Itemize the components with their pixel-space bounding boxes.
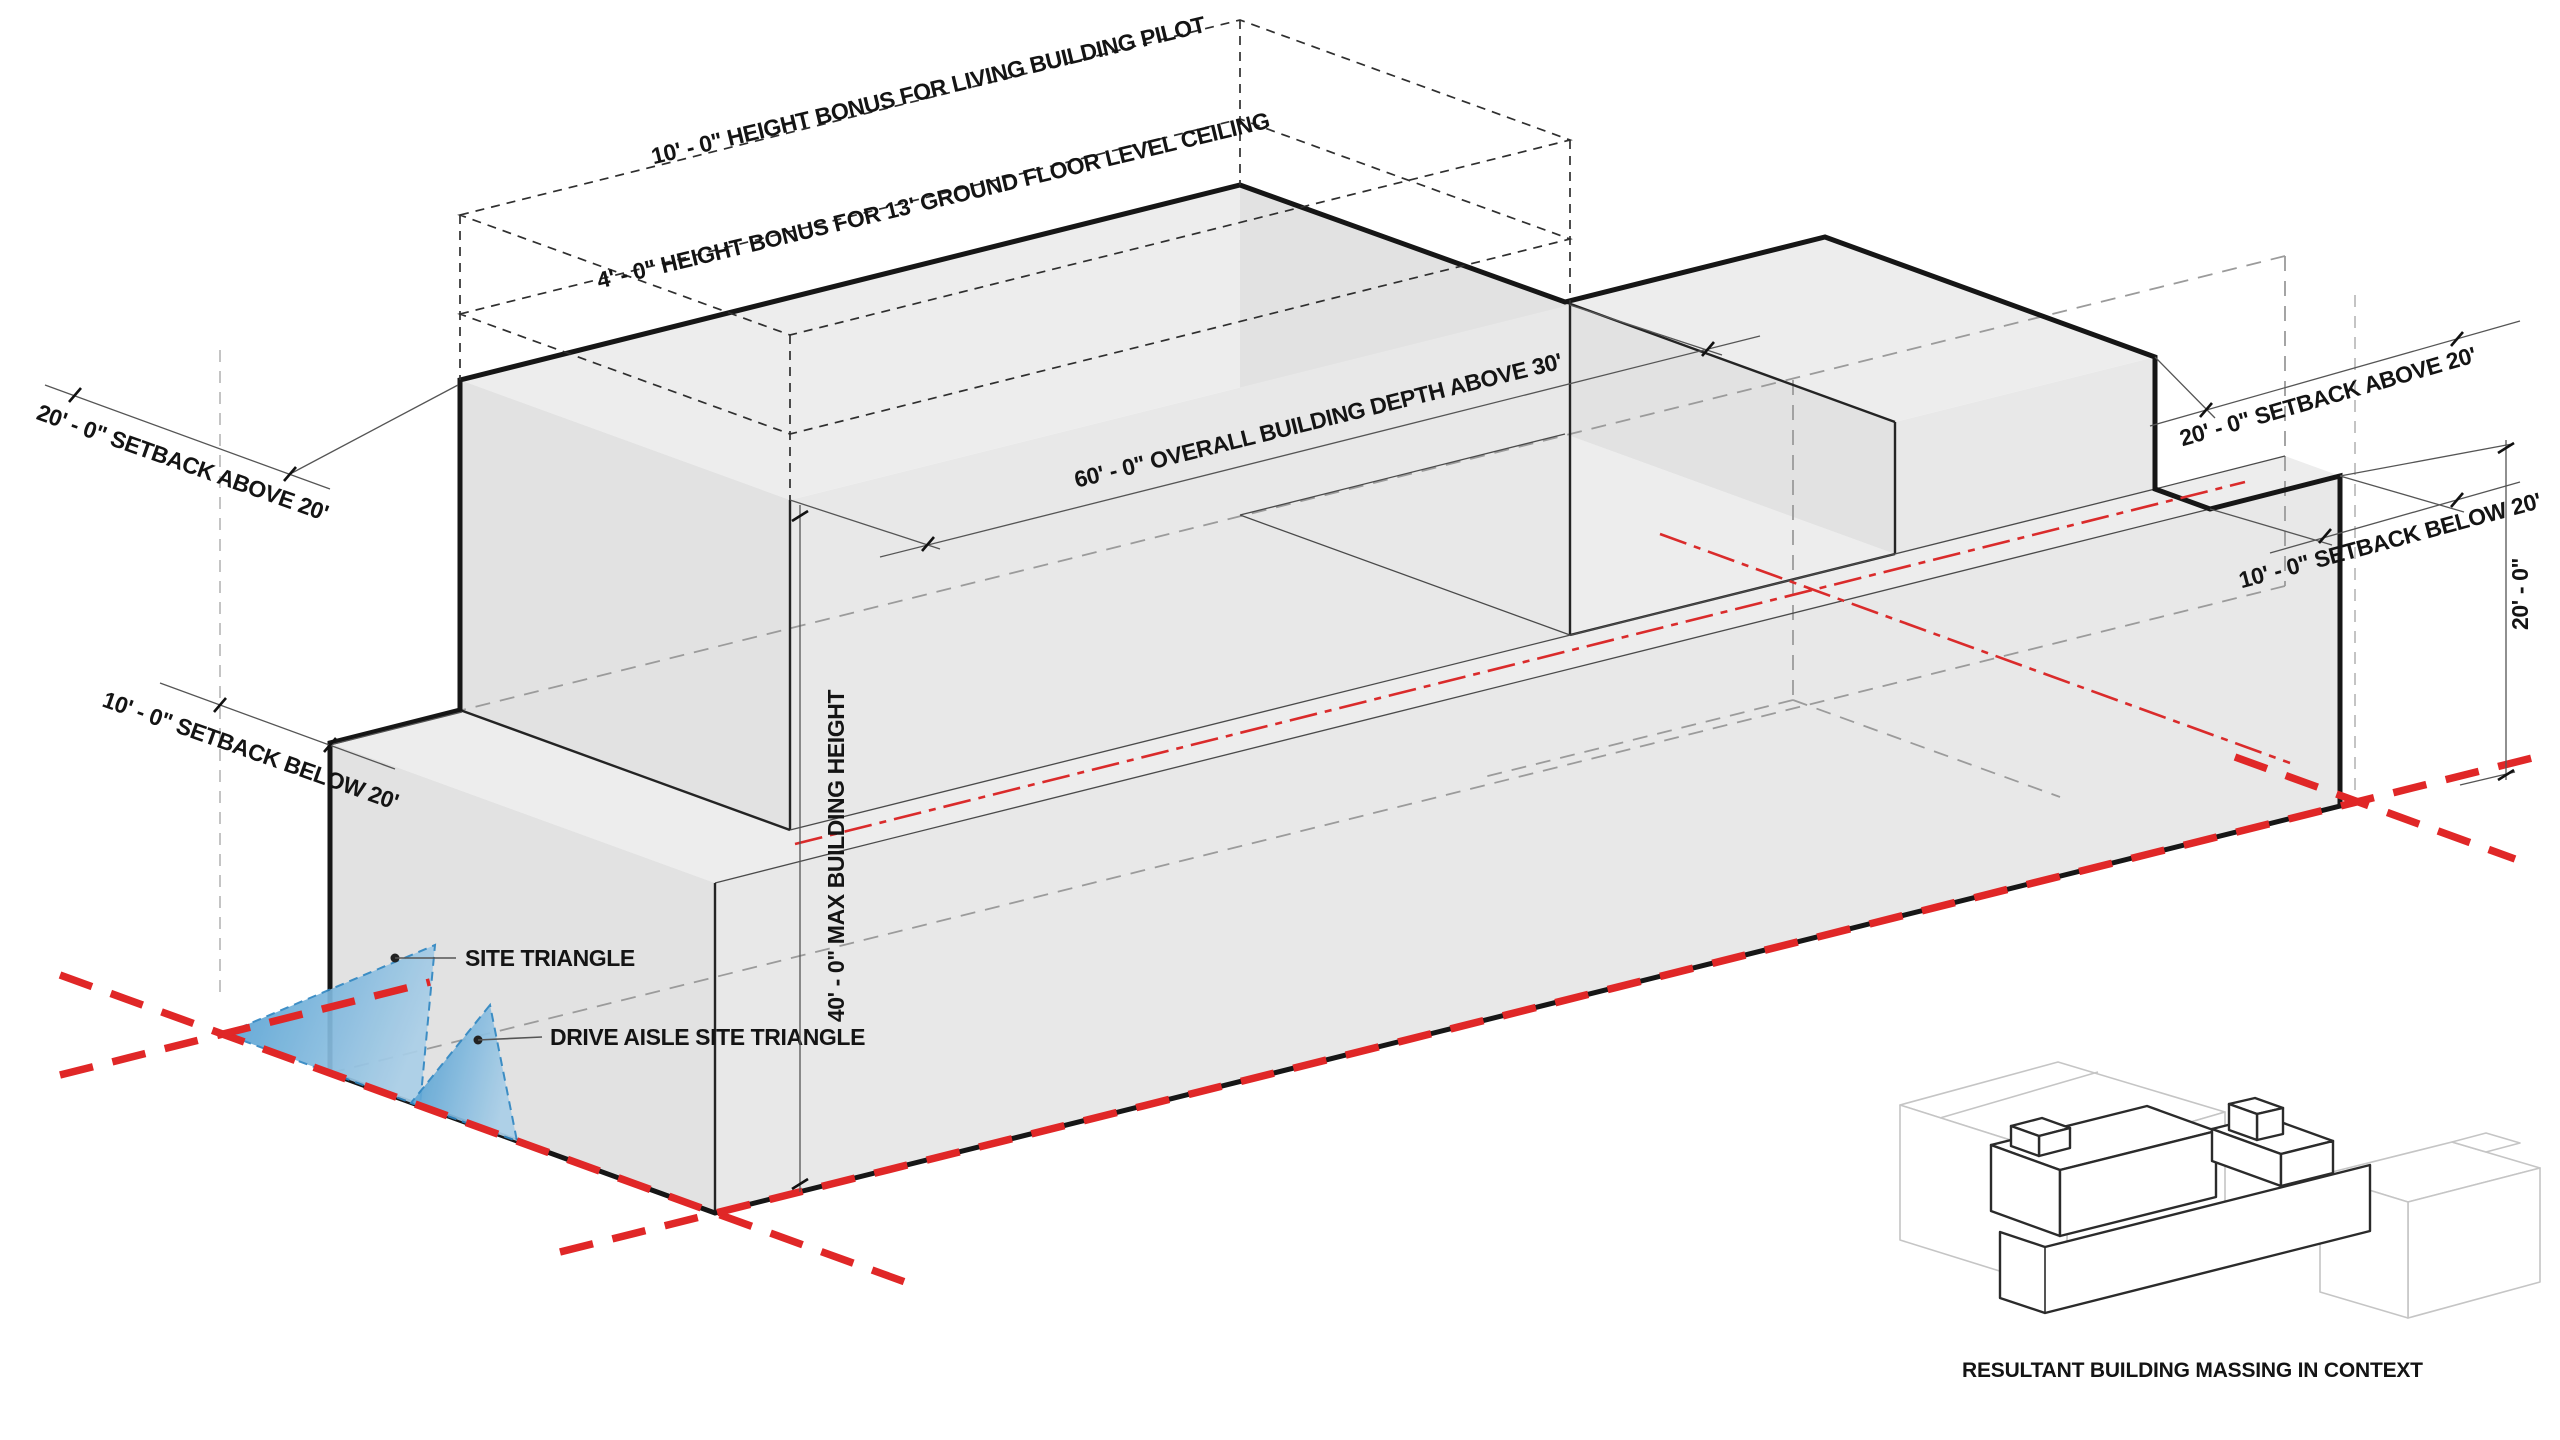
property-line-south bbox=[559, 752, 2541, 1256]
hidden-edges bbox=[219, 255, 2356, 1074]
height40-label: 40' - 0" MAX BUILDING HEIGHT bbox=[823, 689, 849, 1022]
setback20-left-label: 20' - 0" SETBACK ABOVE 20' bbox=[34, 399, 332, 526]
site-triangle-label: SITE TRIANGLE bbox=[465, 945, 635, 971]
property-line-west-cross bbox=[59, 978, 431, 1079]
tower-front-face bbox=[790, 305, 1570, 830]
vert20-label: 20' - 0" bbox=[2507, 558, 2533, 630]
site-triangles: SITE TRIANGLE DRIVE AISLE SITE TRIANGLE bbox=[222, 943, 865, 1143]
street-line-east bbox=[2233, 753, 2517, 863]
west-ledge-strip bbox=[330, 710, 845, 883]
sight-line-long bbox=[794, 480, 2246, 846]
property-and-sight-lines bbox=[58, 480, 2541, 1286]
setback20-right-label: 20' - 0" SETBACK ABOVE 20' bbox=[2177, 341, 2479, 451]
street-line-west bbox=[58, 971, 907, 1286]
right-block-top-face bbox=[1565, 237, 2155, 422]
context-thumbnail: RESULTANT BUILDING MASSING IN CONTEXT bbox=[1899, 1061, 2541, 1382]
right-block-west-face bbox=[1565, 302, 1895, 554]
tower-west-face bbox=[460, 380, 790, 830]
interior-edges bbox=[459, 300, 2341, 1213]
building-outline bbox=[327, 182, 2343, 1216]
drive-aisle-label: DRIVE AISLE SITE TRIANGLE bbox=[550, 1024, 865, 1050]
site-triangle-shape bbox=[222, 943, 437, 1108]
building-massing bbox=[330, 185, 2340, 1213]
sight-line-cross bbox=[1659, 532, 2291, 765]
podium-front-face bbox=[715, 476, 2340, 1213]
context-caption: RESULTANT BUILDING MASSING IN CONTEXT bbox=[1962, 1359, 2423, 1382]
east-ledge-strip bbox=[2155, 456, 2340, 509]
